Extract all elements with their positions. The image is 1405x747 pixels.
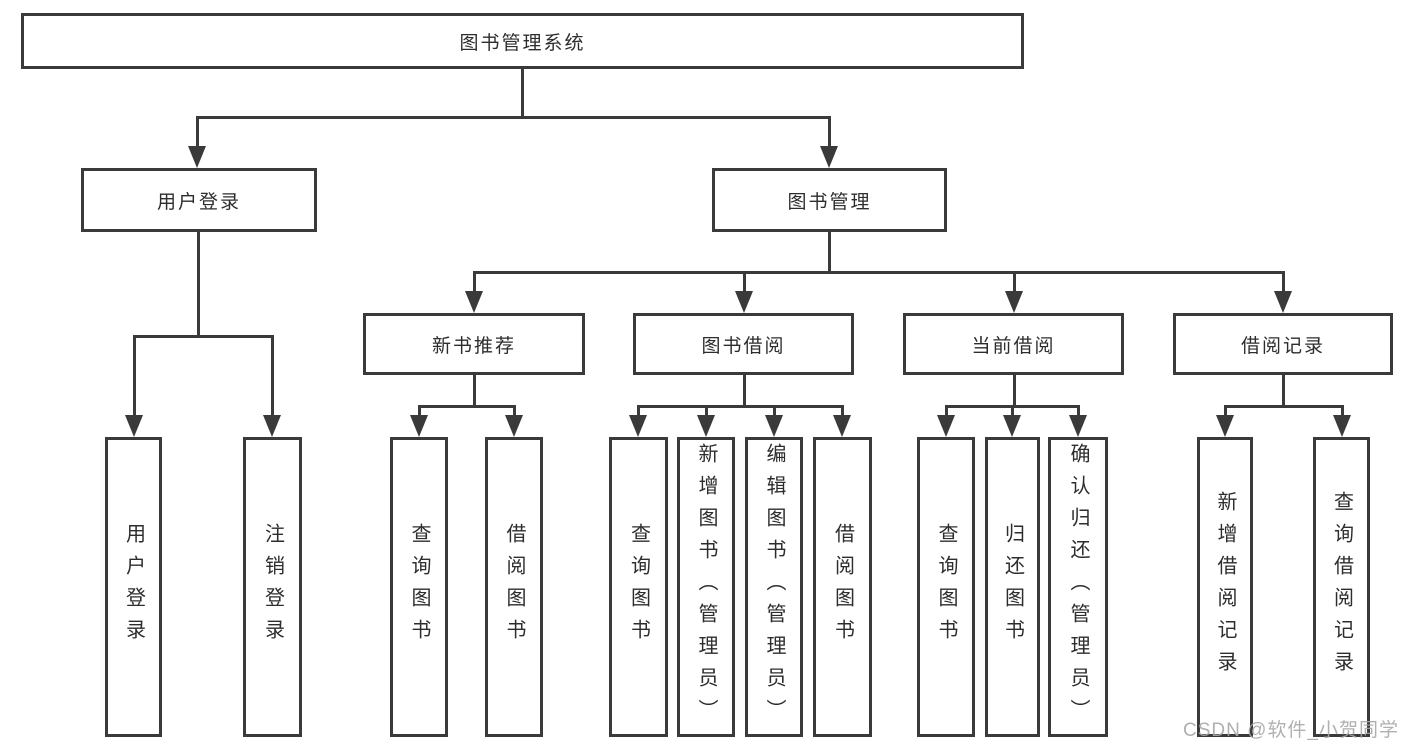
watermark: CSDN @软件_小贺同学 bbox=[1183, 720, 1399, 741]
node-logout-leaf: 注销登录 bbox=[243, 437, 302, 737]
node-borrow-books-leaf: 借阅图书 bbox=[813, 437, 872, 737]
node-user-login-leaf: 用户登录 bbox=[105, 437, 162, 737]
node-user-login: 用户登录 bbox=[81, 168, 317, 232]
node-confirm-return-admin: 确认归还（管理员） bbox=[1048, 437, 1108, 737]
node-book-borrow: 图书借阅 bbox=[633, 313, 854, 375]
connector-line bbox=[1340, 406, 1344, 417]
node-label: 查询借阅记录 bbox=[1330, 491, 1353, 683]
arrowhead-icon bbox=[1333, 415, 1351, 437]
node-label: 用户登录 bbox=[122, 523, 145, 651]
connector-line bbox=[472, 272, 476, 293]
connector-line bbox=[742, 375, 746, 406]
node-label: 图书管理系统 bbox=[459, 32, 586, 54]
arrowhead-icon bbox=[735, 291, 753, 313]
arrowhead-icon bbox=[697, 415, 715, 437]
node-label: 借阅图书 bbox=[831, 523, 854, 651]
connector-line bbox=[1010, 406, 1014, 417]
connector-line bbox=[417, 404, 516, 408]
connector-line bbox=[827, 232, 831, 272]
node-query-borrow-record: 查询借阅记录 bbox=[1313, 437, 1370, 737]
node-label: 注销登录 bbox=[261, 523, 284, 651]
connector-line bbox=[772, 406, 776, 417]
arrowhead-icon bbox=[263, 415, 281, 437]
connector-line bbox=[1281, 375, 1285, 406]
node-label: 当前借阅 bbox=[971, 335, 1056, 357]
arrowhead-icon bbox=[820, 146, 838, 168]
arrowhead-icon bbox=[1005, 291, 1023, 313]
node-query-books-recommend: 查询图书 bbox=[390, 437, 448, 737]
node-label: 编辑图书（管理员） bbox=[763, 443, 785, 731]
connector-line bbox=[827, 117, 831, 148]
arrowhead-icon bbox=[1069, 415, 1087, 437]
node-edit-book-admin: 编辑图书（管理员） bbox=[745, 437, 803, 737]
connector-line bbox=[520, 69, 524, 117]
node-label: 新增图书（管理员） bbox=[695, 443, 717, 731]
connector-line bbox=[636, 406, 640, 417]
connector-line bbox=[512, 406, 516, 417]
node-borrow-records: 借阅记录 bbox=[1173, 313, 1393, 375]
arrowhead-icon bbox=[1003, 415, 1021, 437]
connector-line bbox=[132, 334, 274, 338]
node-label: 查询图书 bbox=[627, 523, 650, 651]
node-add-book-admin: 新增图书（管理员） bbox=[677, 437, 735, 737]
node-label: 确认归还（管理员） bbox=[1067, 443, 1089, 731]
connector-line bbox=[840, 406, 844, 417]
arrowhead-icon bbox=[1216, 415, 1234, 437]
arrowhead-icon bbox=[505, 415, 523, 437]
node-label: 查询图书 bbox=[408, 523, 430, 651]
node-label: 借阅记录 bbox=[1240, 335, 1325, 357]
connector-line bbox=[742, 272, 746, 293]
arrowhead-icon bbox=[465, 291, 483, 313]
node-query-books-current: 查询图书 bbox=[917, 437, 975, 737]
arrowhead-icon bbox=[833, 415, 851, 437]
connector-line bbox=[1012, 272, 1016, 293]
node-label: 借阅图书 bbox=[503, 523, 525, 651]
connector-line bbox=[1012, 375, 1016, 406]
arrowhead-icon bbox=[410, 415, 428, 437]
connector-line bbox=[132, 336, 136, 417]
node-current-borrow: 当前借阅 bbox=[903, 313, 1124, 375]
node-root: 图书管理系统 bbox=[21, 13, 1024, 69]
connector-line bbox=[196, 232, 200, 336]
connector-line bbox=[704, 406, 708, 417]
node-label: 图书借阅 bbox=[701, 335, 786, 357]
node-new-book-recommend: 新书推荐 bbox=[363, 313, 585, 375]
node-borrow-books-recommend: 借阅图书 bbox=[485, 437, 543, 737]
arrowhead-icon bbox=[765, 415, 783, 437]
node-label: 图书管理 bbox=[787, 191, 872, 213]
connector-line bbox=[1076, 406, 1080, 417]
connector-line bbox=[417, 406, 421, 417]
node-label: 归还图书 bbox=[1001, 523, 1024, 651]
connector-line bbox=[195, 115, 831, 119]
node-query-books-borrow: 查询图书 bbox=[609, 437, 668, 737]
connector-line bbox=[472, 270, 1285, 274]
arrowhead-icon bbox=[1274, 291, 1292, 313]
connector-line bbox=[1223, 404, 1344, 408]
node-return-book: 归还图书 bbox=[985, 437, 1040, 737]
connector-line bbox=[195, 117, 199, 148]
node-add-borrow-record: 新增借阅记录 bbox=[1197, 437, 1253, 737]
arrowhead-icon bbox=[125, 415, 143, 437]
connector-line bbox=[1223, 406, 1227, 417]
node-label: 用户登录 bbox=[156, 191, 241, 213]
node-label: 查询图书 bbox=[935, 523, 957, 651]
arrowhead-icon bbox=[937, 415, 955, 437]
connector-line bbox=[1281, 272, 1285, 293]
connector-line bbox=[472, 375, 476, 406]
node-book-management: 图书管理 bbox=[712, 168, 947, 232]
arrowhead-icon bbox=[188, 146, 206, 168]
connector-line bbox=[944, 406, 948, 417]
connector-line bbox=[270, 336, 274, 417]
node-label: 新增借阅记录 bbox=[1214, 491, 1236, 683]
arrowhead-icon bbox=[629, 415, 647, 437]
connector-line bbox=[636, 404, 844, 408]
node-label: 新书推荐 bbox=[431, 335, 516, 357]
